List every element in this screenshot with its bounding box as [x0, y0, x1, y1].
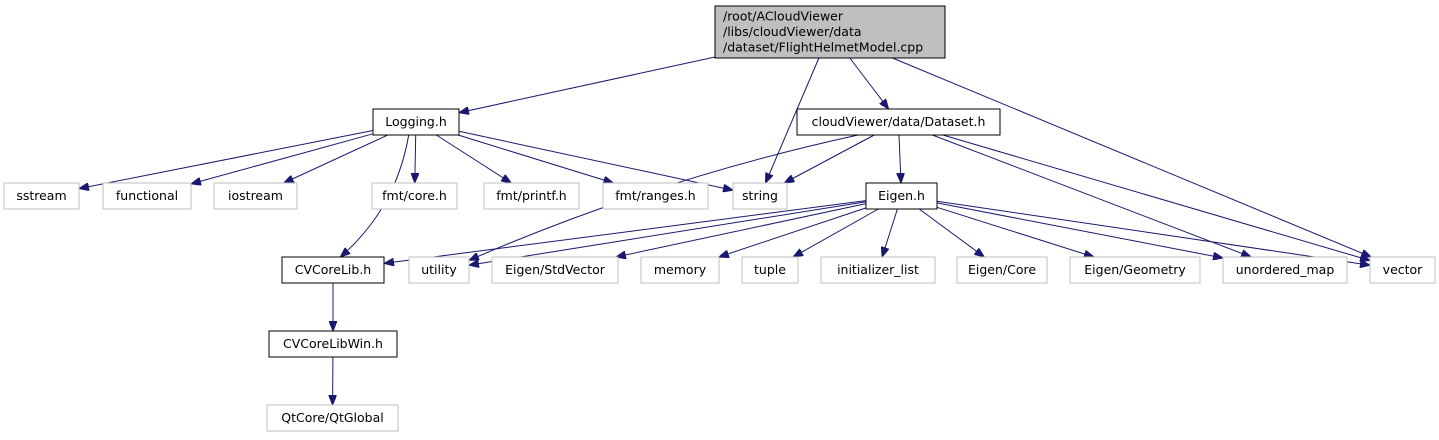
- node-tuple-box: [741, 256, 799, 284]
- node-functional: functional: [102, 182, 192, 210]
- edge-root-to-dataset: [849, 57, 889, 109]
- edge-logging-to-sstream: [79, 130, 374, 189]
- node-initlist-label: initializer_list: [837, 262, 919, 277]
- node-root-label: /root/ACloudViewer: [723, 8, 844, 23]
- node-string-box: [732, 182, 788, 210]
- edge-eigen-to-utility: [469, 201, 867, 266]
- node-tuple-label: tuple: [754, 262, 786, 277]
- node-cvcorelib-label: CVCoreLib.h: [295, 262, 371, 277]
- node-fmtranges: fmt/ranges.h: [602, 182, 709, 210]
- edge-eigen-to-eigencore: [918, 208, 984, 257]
- node-memory-label: memory: [654, 262, 707, 277]
- node-eigencore-box: [956, 256, 1048, 284]
- node-fmtranges-box: [602, 182, 709, 210]
- node-memory: memory: [640, 256, 720, 284]
- node-eigen-label: Eigen.h: [878, 188, 925, 203]
- node-iostream-label: iostream: [228, 188, 283, 203]
- node-utility-box: [408, 256, 470, 284]
- node-logging-label: Logging.h: [385, 114, 447, 129]
- node-cvcorelibwin[interactable]: CVCoreLibWin.h: [268, 330, 398, 358]
- edge-eigen-to-umap: [936, 202, 1223, 258]
- node-eigencore-label: Eigen/Core: [968, 262, 1036, 277]
- nodes-layer: /root/ACloudViewer/libs/cloudViewer/data…: [3, 5, 1436, 432]
- node-initlist-box: [820, 256, 936, 284]
- node-qtglobal: QtCore/QtGlobal: [266, 404, 399, 432]
- node-dataset-label: cloudViewer/data/Dataset.h: [812, 114, 986, 129]
- node-cvcorelibwin-box: [268, 330, 398, 358]
- edge-root-to-logging: [459, 56, 716, 113]
- node-sstream-label: sstream: [16, 188, 66, 203]
- node-eigengeom-label: Eigen/Geometry: [1084, 262, 1186, 277]
- node-utility-label: utility: [421, 262, 457, 277]
- edge-eigen-to-vector: [936, 200, 1370, 265]
- edge-logging-to-fmtcore: [415, 134, 416, 183]
- node-fmtcore-box: [371, 182, 458, 210]
- node-fmtcore: fmt/core.h: [371, 182, 458, 210]
- node-cvcorelib[interactable]: CVCoreLib.h: [281, 256, 385, 284]
- edge-dataset-to-vector: [942, 134, 1370, 261]
- node-eigengeom-box: [1069, 256, 1201, 284]
- node-vector-label: vector: [1383, 262, 1424, 277]
- node-stdvector: Eigen/StdVector: [491, 256, 619, 284]
- node-umap-box: [1222, 256, 1348, 284]
- edge-eigen-to-cvcorelib: [384, 200, 867, 264]
- node-eigencore: Eigen/Core: [956, 256, 1048, 284]
- edge-root-to-vector: [892, 57, 1372, 257]
- node-fmtranges-label: fmt/ranges.h: [615, 188, 695, 203]
- node-tuple: tuple: [741, 256, 799, 284]
- node-umap: unordered_map: [1222, 256, 1348, 284]
- node-qtglobal-label: QtCore/QtGlobal: [281, 410, 384, 425]
- node-memory-box: [640, 256, 720, 284]
- node-qtglobal-box: [266, 404, 399, 432]
- node-umap-label: unordered_map: [1236, 262, 1335, 277]
- node-stdvector-box: [491, 256, 619, 284]
- node-vector-box: [1369, 256, 1436, 284]
- edge-dataset-to-string: [784, 134, 875, 183]
- node-root-box: [714, 5, 946, 59]
- edge-logging-to-string: [458, 130, 733, 190]
- node-fmtprintf-box: [483, 182, 580, 210]
- edge-logging-to-fmtranges: [457, 134, 613, 183]
- node-iostream: iostream: [213, 182, 298, 210]
- node-sstream-box: [3, 182, 80, 210]
- node-functional-box: [102, 182, 192, 210]
- edge-eigen-to-tuple: [793, 208, 879, 257]
- node-eigen[interactable]: Eigen.h: [865, 182, 938, 210]
- node-sstream: sstream: [3, 182, 80, 210]
- edge-eigen-to-initlist: [882, 208, 898, 257]
- edge-root-to-string: [766, 57, 820, 183]
- node-string: string: [732, 182, 788, 210]
- node-eigengeom: Eigen/Geometry: [1069, 256, 1201, 284]
- node-fmtcore-label: fmt/core.h: [382, 188, 447, 203]
- node-iostream-box: [213, 182, 298, 210]
- node-fmtprintf: fmt/printf.h: [483, 182, 580, 210]
- node-utility: utility: [408, 256, 470, 284]
- node-dataset-box: [796, 108, 1001, 136]
- node-eigen-box: [865, 182, 938, 210]
- node-root[interactable]: /root/ACloudViewer/libs/cloudViewer/data…: [714, 5, 946, 59]
- edge-eigen-to-stdvector: [616, 203, 867, 257]
- edge-eigen-to-eigengeom: [936, 206, 1094, 257]
- node-root-label: /libs/cloudViewer/data: [723, 24, 862, 39]
- edge-dataset-to-eigen: [899, 134, 901, 183]
- node-root-label: /dataset/FlightHelmetModel.cpp: [723, 39, 923, 54]
- node-cvcorelib-box: [281, 256, 385, 284]
- node-dataset[interactable]: cloudViewer/data/Dataset.h: [796, 108, 1001, 136]
- node-logging[interactable]: Logging.h: [372, 108, 460, 136]
- node-fmtprintf-label: fmt/printf.h: [496, 188, 566, 203]
- edge-logging-to-functional: [191, 133, 374, 184]
- node-cvcorelibwin-label: CVCoreLibWin.h: [283, 336, 383, 351]
- node-string-label: string: [742, 188, 778, 203]
- edge-logging-to-fmtprintf: [436, 134, 511, 183]
- edge-eigen-to-memory: [719, 207, 867, 257]
- edge-dataset-to-umap: [932, 134, 1251, 257]
- edge-logging-to-iostream: [284, 134, 389, 183]
- node-initlist: initializer_list: [820, 256, 936, 284]
- node-functional-label: functional: [116, 188, 178, 203]
- node-stdvector-label: Eigen/StdVector: [505, 262, 606, 277]
- node-logging-box: [372, 108, 460, 136]
- node-vector: vector: [1369, 256, 1436, 284]
